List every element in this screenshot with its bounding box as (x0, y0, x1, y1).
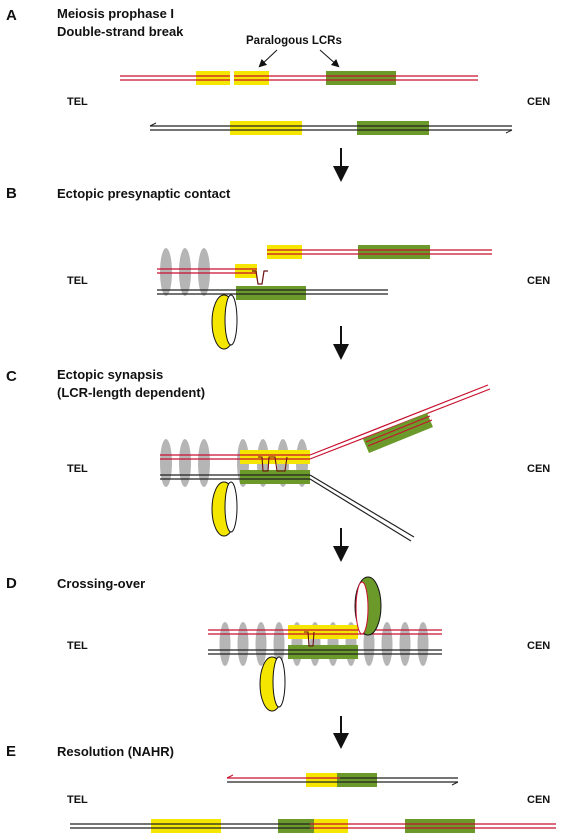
tel-label-c: TEL (67, 463, 88, 475)
cohesin-ellipse (179, 439, 191, 487)
strand-end-arrow (505, 129, 513, 134)
panel-a-title-line1: Meiosis prophase I (57, 6, 174, 21)
panel-c-title-line2: (LCR-length dependent) (57, 385, 205, 400)
cohesin-ellipse (381, 622, 393, 666)
panel-c-letter: C (6, 368, 17, 385)
red-strand (365, 415, 431, 443)
cohesin-ellipse (198, 439, 210, 487)
lcr-loop-inner (355, 581, 369, 635)
cohesin-ellipse (219, 622, 231, 666)
lcr-green-segment (337, 773, 377, 787)
panel-e-title: Resolution (NAHR) (57, 744, 174, 759)
tel-label-e: TEL (67, 794, 88, 806)
lcr-green-segment (236, 286, 306, 300)
lcr-yellow-segment (288, 625, 358, 639)
cohesin-ellipse (237, 622, 249, 666)
strand-invasion (304, 631, 315, 647)
cohesin-ellipse (198, 248, 210, 296)
lcr-loop-inner (272, 656, 286, 708)
panel-d-title: Crossing-over (57, 576, 145, 591)
lcr-yellow-segment (314, 819, 348, 833)
strand-end-arrow (149, 122, 157, 127)
cohesin-ellipse (255, 622, 267, 666)
cen-label-c: CEN (527, 463, 550, 475)
strand-end-arrow (226, 774, 234, 779)
cohesin-ellipse (399, 622, 411, 666)
red-strand (309, 384, 489, 456)
lcr-yellow-segment (151, 819, 221, 833)
lcr-green-segment (288, 645, 358, 659)
lcr-green-segment (405, 819, 475, 833)
lcr-yellow-segment (306, 773, 339, 787)
cen-label-b: CEN (527, 275, 550, 287)
panel-c-title-line1: Ectopic synapsis (57, 367, 163, 382)
panel-a: A Meiosis prophase I Double-strand break… (6, 6, 550, 182)
black-strand (309, 474, 415, 538)
lcr-green-segment (357, 121, 429, 135)
cohesin-ellipse (273, 622, 285, 666)
lcr-green-segment (358, 245, 430, 259)
panel-b: B Ectopic presynaptic contact TEL CEN (6, 185, 550, 360)
panel-d-letter: D (6, 575, 17, 592)
lcr-pointer-arrow-left (258, 49, 278, 68)
panel-e: E Resolution (NAHR) TEL CEN (6, 743, 556, 833)
cohesin-ellipse (160, 439, 172, 487)
cohesin-ellipse (179, 248, 191, 296)
lcr-yellow-segment (230, 121, 302, 135)
panel-a-title-line2: Double-strand break (57, 24, 184, 39)
tel-label-a: TEL (67, 96, 88, 108)
black-strand (309, 478, 412, 542)
strand-end-arrow (451, 781, 459, 786)
lcr-green-segment (363, 413, 433, 453)
red-diverging-arm (309, 384, 491, 460)
panel-e-letter: E (6, 743, 16, 760)
cen-label-d: CEN (527, 640, 550, 652)
lcr-pointer-arrow-right (319, 49, 340, 68)
lcr-green-segment (240, 470, 310, 484)
red-strand (367, 419, 433, 447)
panel-b-letter: B (6, 185, 17, 202)
cohesin-ellipse (417, 622, 429, 666)
lcr-annotation: Paralogous LCRs (246, 35, 342, 47)
tel-label-d: TEL (67, 640, 88, 652)
lcr-loop-inner (224, 294, 238, 346)
panel-d: D Crossing-over TEL CEN (6, 575, 550, 749)
lcr-green-segment (278, 819, 314, 833)
lcr-yellow-segment (196, 71, 230, 85)
lcr-green-segment (326, 71, 396, 85)
lcr-yellow-segment (235, 264, 257, 278)
panel-a-letter: A (6, 7, 17, 24)
lcr-yellow-segment (234, 71, 269, 85)
panel-b-title: Ectopic presynaptic contact (57, 186, 231, 201)
strand-invasion (258, 456, 288, 472)
tel-label-b: TEL (67, 275, 88, 287)
lcr-loop-inner (224, 481, 238, 533)
strand-invasion (252, 270, 268, 285)
cohesin-ellipse (160, 248, 172, 296)
cen-label-a: CEN (527, 96, 550, 108)
cen-label-e: CEN (527, 794, 550, 806)
lcr-yellow-segment (267, 245, 302, 259)
panel-c: C Ectopic synapsis (LCR-length dependent… (6, 367, 550, 562)
